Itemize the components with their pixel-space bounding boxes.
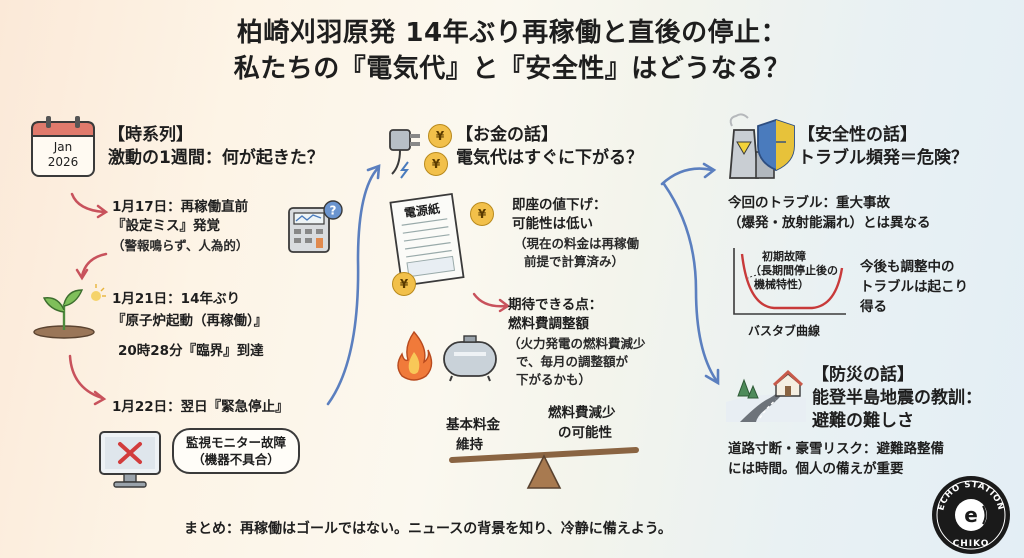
safety-heading: 【安全性の話】: [798, 125, 917, 145]
calendar-year: 2026: [47, 155, 79, 169]
arrow-to-point2-icon: [472, 292, 511, 313]
arrow-to-event1-icon: [70, 192, 109, 219]
snowy-road-house-icon: [726, 356, 806, 422]
bubble-line2: （機器不具合）: [192, 452, 280, 467]
sprout-icon: [30, 282, 110, 340]
coin-icon: ¥: [470, 202, 494, 226]
scale-right-line1: 燃料費減少: [548, 405, 616, 421]
event2-line2: 『原子炉起動（再稼働）』: [112, 313, 268, 329]
safety-point2-line1: 今後も調整中の: [860, 259, 955, 275]
money-point2-note3: 下がるかも）: [516, 372, 592, 387]
coin-icon: ¥: [392, 272, 416, 296]
page-title-line1: 柏崎刈羽原発 14年ぶり再稼働と直後の停止：: [236, 18, 788, 48]
page-title-line2: 私たちの『電気代』と『安全性』はどうなる？: [233, 54, 791, 84]
event2-line3: 20時28分『臨界』到達: [118, 343, 264, 359]
fire-icon: [394, 330, 434, 382]
arrow-to-money-icon: [326, 164, 381, 406]
safety-point2-line3: 得る: [860, 299, 887, 315]
arrow-to-safety-icon: [660, 162, 717, 186]
bathtub-curve-chart: 初期故障 （長期間停止後の 機械特性）: [728, 244, 848, 322]
curve-name: バスタブ曲線: [748, 324, 821, 338]
money-subheading: 電気代はすぐに下がる？: [456, 148, 643, 168]
fuel-tank-icon: [440, 332, 500, 382]
arrow-to-event3-icon: [68, 354, 107, 406]
curve-label2: （長期間停止後の: [750, 264, 838, 277]
calculator-icon: ?: [285, 200, 345, 254]
event1-line1: 1月17日：再稼働直前: [112, 199, 249, 215]
plug-icon: [384, 120, 454, 180]
logo-mark: e: [964, 503, 978, 527]
disaster-heading: 【防災の話】: [812, 365, 914, 385]
scale-left-line1: 基本料金: [446, 417, 500, 433]
money-point1-line1: 即座の値下げ：: [512, 197, 607, 213]
disaster-point-line1: 道路寸断・豪雪リスク：避難路整備: [728, 441, 944, 457]
calendar-month: Jan: [53, 140, 73, 154]
summary-text: まとめ：再稼働はゴールではない。ニュースの背景を知り、冷静に備えよう。: [184, 521, 672, 537]
balance-scale-icon: [444, 446, 644, 492]
arrow-to-event2-icon: [75, 252, 108, 281]
money-point1-note2: 前提で計算済み）: [524, 254, 625, 269]
broken-monitor-icon: [96, 428, 166, 490]
curve-label3: 機械特性）: [754, 278, 809, 291]
echo-station-logo: ECHO STATION e CHIKO: [930, 474, 1012, 556]
timeline-heading: 【時系列】: [108, 125, 193, 145]
money-point2-note2: で、毎月の調整額が: [516, 354, 629, 369]
safety-point2-line2: トラブルは起こり: [860, 279, 968, 295]
disaster-subheading2: 避難の難しさ: [812, 411, 914, 431]
nuclear-plant-shield-icon: [720, 112, 800, 182]
timeline-subheading: 激動の1週間：何が起きた？: [108, 148, 324, 168]
coin-icon: ¥: [424, 152, 448, 176]
scale-left-line2: 維持: [456, 437, 483, 453]
event2-line1: 1月21日：14年ぶり: [112, 291, 240, 307]
safety-point1-line1: 今回のトラブル：重大事故: [728, 195, 890, 211]
scale-right-line2: の可能性: [558, 425, 612, 441]
calendar-icon: Jan 2026: [30, 116, 96, 178]
money-point2-line1: 期待できる点：: [508, 297, 603, 313]
event1-line3: （警報鳴らず、人為的）: [112, 238, 249, 253]
monitor-failure-bubble: 監視モニター故障 （機器不具合）: [172, 428, 301, 474]
arrow-to-disaster-icon: [662, 182, 720, 386]
disaster-point-line2: には時間。個人の備えが重要: [728, 461, 904, 477]
money-point2-line2: 燃料費調整額: [508, 316, 589, 332]
logo-bottom-text: CHIKO: [953, 539, 990, 549]
money-point2-note1: （火力発電の燃料費減少: [508, 336, 646, 351]
money-heading: 【お金の話】: [456, 125, 558, 145]
event1-line2: 『設定ミス』発覚: [112, 218, 220, 234]
safety-point1-line2: （爆発・放射能漏れ）とは異なる: [728, 215, 931, 231]
electric-bill-icon: 電源紙: [384, 190, 468, 290]
safety-subheading: トラブル頻発＝危険？: [798, 148, 968, 168]
svg-text:?: ?: [330, 204, 337, 218]
coin-icon: ¥: [428, 124, 452, 148]
bubble-line1: 監視モニター故障: [186, 435, 287, 450]
event3-line1: 1月22日：翌日『緊急停止』: [112, 399, 289, 415]
disaster-subheading1: 能登半島地震の教訓：: [812, 388, 982, 408]
money-point1-line2: 可能性は低い: [512, 216, 593, 232]
money-point1-note1: （現在の料金は再稼働: [514, 236, 640, 251]
curve-label1: 初期故障: [762, 250, 806, 263]
